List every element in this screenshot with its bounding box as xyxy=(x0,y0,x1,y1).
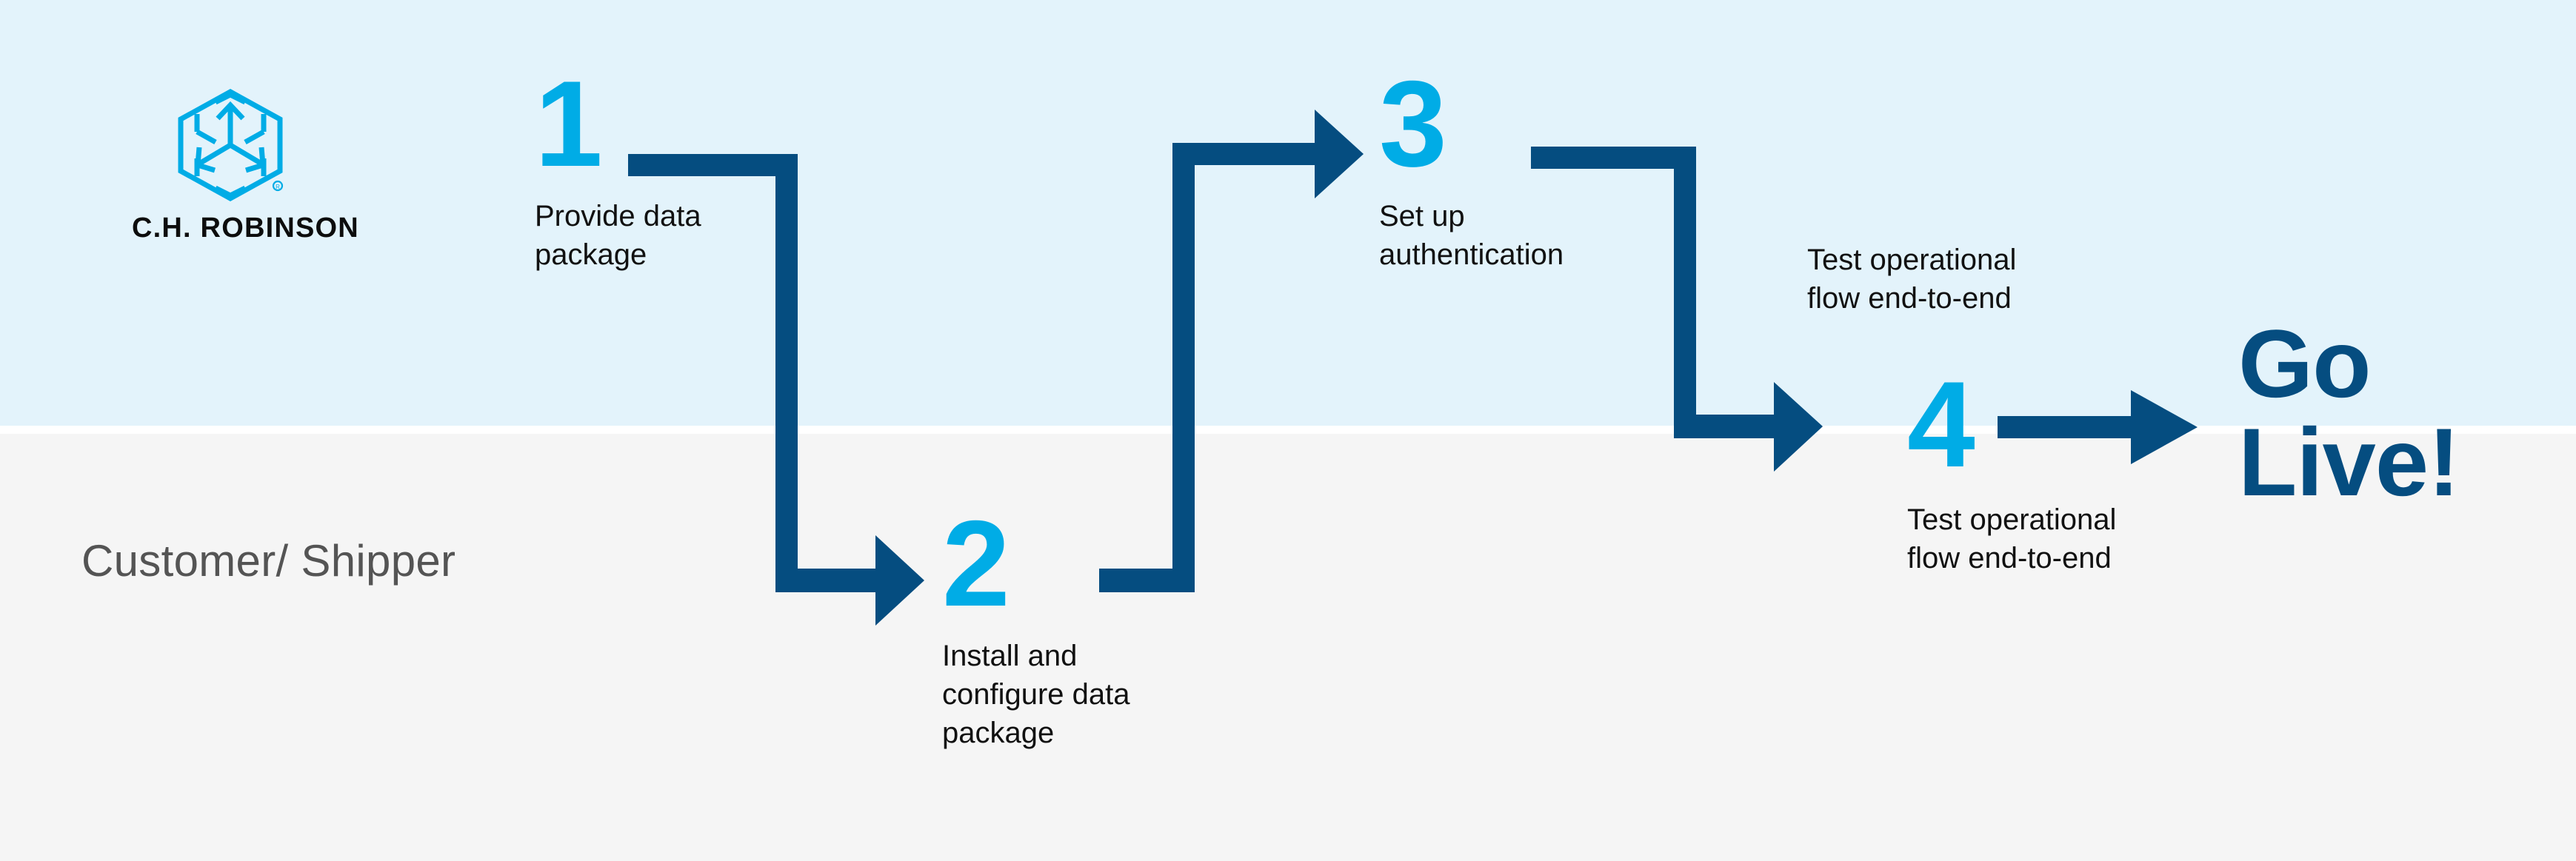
brand-logo: R C.H. ROBINSON xyxy=(132,89,358,244)
step-1-label: Provide data package xyxy=(535,199,701,271)
brand-wordmark: C.H. ROBINSON xyxy=(132,212,359,244)
step-1: 1 Provide data package xyxy=(535,56,701,274)
lane-band-provider xyxy=(0,0,2576,426)
step-1-number: 1 xyxy=(535,56,603,192)
step-2-number: 2 xyxy=(942,495,1010,631)
hexagon-cube-arrows-logo-icon: R xyxy=(175,89,286,201)
lane-label-customer-shipper: Customer/ Shipper xyxy=(81,536,456,586)
go-live-outcome: Go Live! xyxy=(2238,309,2460,516)
lane-divider xyxy=(0,426,2576,434)
step-test-operational-flow-top-label: Test operational flow end-to-end xyxy=(1807,244,2017,315)
step-3: 3 Set up authentication xyxy=(1379,56,1564,274)
step-3-number: 3 xyxy=(1379,56,1447,192)
step-2-label: Install and configure data package xyxy=(942,639,1130,749)
step-4-number: 4 xyxy=(1907,356,1975,492)
step-4-label: Test operational flow end-to-end xyxy=(1907,503,2117,574)
step-2: 2 Install and configure data package xyxy=(942,495,1130,752)
lane-band-customer xyxy=(0,434,2576,861)
step-4: 4 Test operational flow end-to-end xyxy=(1907,356,2117,577)
svg-text:R: R xyxy=(276,184,280,190)
step-3-label: Set up authentication xyxy=(1379,199,1564,271)
